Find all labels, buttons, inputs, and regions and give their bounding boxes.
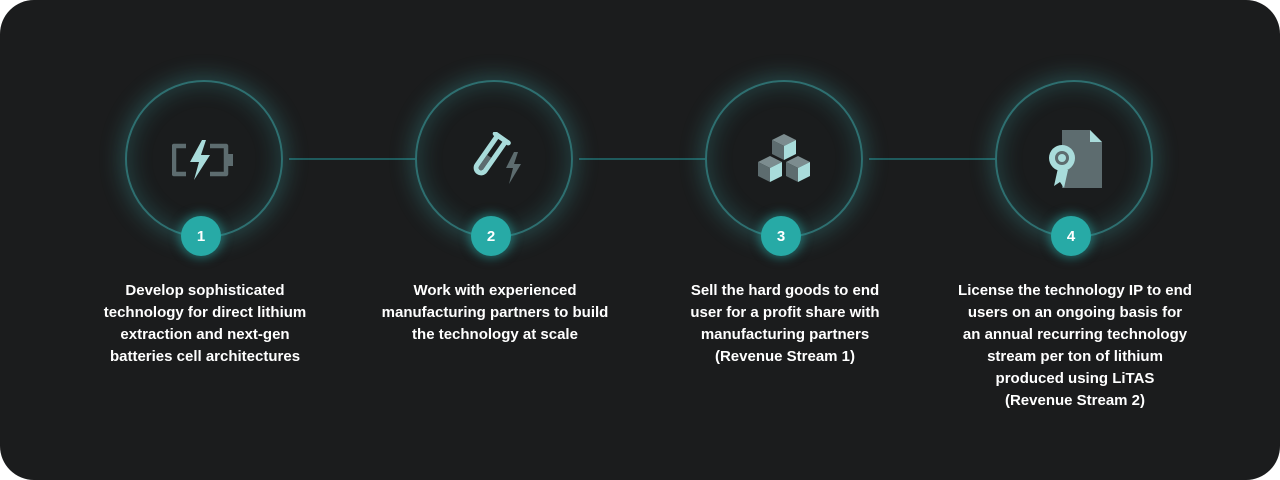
- description-line: an annual recurring technology: [962, 326, 1188, 343]
- description-line: extraction and next-gen: [120, 326, 290, 343]
- step-2: 2 Work with experienced manufacturing pa…: [355, 80, 635, 440]
- step-description: Sell the hard goods to end user for a pr…: [645, 280, 925, 368]
- description-line: (Revenue Stream 2): [1004, 392, 1146, 409]
- description-line: batteries cell architectures: [109, 348, 301, 365]
- step-number-badge: 2: [471, 216, 511, 256]
- step-description: Work with experienced manufacturing part…: [355, 280, 635, 346]
- description-line: License the technology IP to end: [958, 282, 1192, 299]
- step-number-badge: 4: [1051, 216, 1091, 256]
- description-line: manufacturing partners: [700, 326, 870, 343]
- connector-line: [869, 158, 999, 160]
- step-4: 4 License the technology IP to end users…: [935, 80, 1215, 440]
- description-line: Sell the hard goods to end: [690, 282, 880, 299]
- step-description: Develop sophisticated technology for dir…: [65, 280, 345, 368]
- description-line: the technology at scale: [412, 326, 578, 343]
- step-number-badge: 1: [181, 216, 221, 256]
- description-line: (Revenue Stream 1): [714, 348, 856, 365]
- connector-line: [579, 158, 709, 160]
- battery-charge-icon: [172, 128, 236, 192]
- description-line: users on an ongoing basis for: [967, 304, 1183, 321]
- description-line: stream per ton of lithium: [987, 348, 1163, 365]
- description-line: manufacturing partners to build: [381, 304, 609, 321]
- connector-line: [289, 158, 419, 160]
- test-tube-icon: [462, 128, 526, 192]
- description-line: Develop sophisticated: [125, 282, 285, 299]
- description-line: user for a profit share with: [690, 304, 880, 321]
- step-description: License the technology IP to end users o…: [935, 280, 1215, 412]
- description-line: technology for direct lithium: [103, 304, 307, 321]
- certificate-icon: [1042, 128, 1106, 192]
- step-1: 1 Develop sophisticated technology for d…: [65, 80, 345, 440]
- cubes-icon: [752, 128, 816, 192]
- step-number-badge: 3: [761, 216, 801, 256]
- step-3: 3 Sell the hard goods to end user for a …: [645, 80, 925, 440]
- description-line: produced using LiTAS: [995, 370, 1155, 387]
- description-line: Work with experienced: [413, 282, 577, 299]
